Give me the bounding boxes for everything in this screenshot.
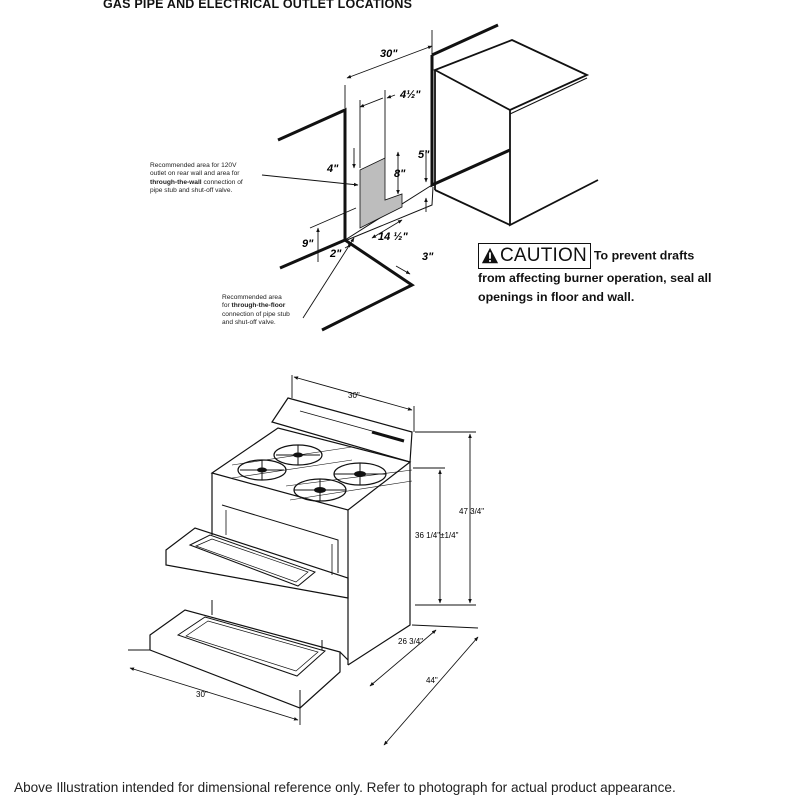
caution-word: CAUTION <box>500 245 587 266</box>
footer-disclaimer: Above Illustration intended for dimensio… <box>14 780 676 795</box>
range-body <box>211 462 411 666</box>
diagram-title: GAS PIPE AND ELECTRICAL OUTLET LOCATIONS <box>103 0 413 11</box>
lower-oven-door <box>149 609 341 709</box>
dim-range-top-width: 30" <box>348 391 360 400</box>
note-through-floor: Recommended area for through-the-floor c… <box>222 294 290 326</box>
dim-5: 5" <box>418 149 430 161</box>
dim-width-30: 30" <box>380 48 398 60</box>
caution-badge: CAUTION <box>478 243 591 269</box>
enclosure-drawing <box>277 23 599 332</box>
dim-14-half: 14 ½" <box>378 231 408 243</box>
dim-4: 4" <box>326 163 339 175</box>
backguard <box>271 397 413 463</box>
dim-9: 9" <box>302 238 314 250</box>
dim-4-half: 4½" <box>399 89 421 101</box>
dim-8: 8" <box>394 168 406 180</box>
caution-text-first: To prevent <box>593 248 657 263</box>
dim-2: 2" <box>329 248 342 260</box>
burner-caps <box>257 452 366 493</box>
dim-range-depth: 26 3/4" <box>398 637 423 646</box>
dim-range-bottom-width: 30" <box>196 690 208 699</box>
floor-edge <box>321 238 415 332</box>
caution-text-rest: drafts from affecting burner operation, … <box>478 248 712 304</box>
cooktop <box>210 427 412 511</box>
cabinet-top <box>432 39 590 112</box>
note-through-wall: Recommended area for 120V outlet on rear… <box>150 162 243 194</box>
rear-wall-right <box>430 23 511 188</box>
dim-range-depth-open: 44" <box>426 676 438 685</box>
top-dimension-lines <box>261 30 433 319</box>
dim-range-total-height: 47 3/4" <box>459 507 484 516</box>
range-drawing <box>149 397 413 709</box>
caution-notice: CAUTION To prevent drafts from affecting… <box>478 243 718 307</box>
warning-triangle-icon <box>481 247 499 264</box>
upper-oven-door <box>165 527 349 599</box>
dim-range-cooktop-height: 36 1/4"±1/4" <box>415 531 459 540</box>
left-wall <box>277 107 347 270</box>
range-dimension-lines <box>128 375 479 746</box>
dim-3: 3" <box>422 251 434 263</box>
